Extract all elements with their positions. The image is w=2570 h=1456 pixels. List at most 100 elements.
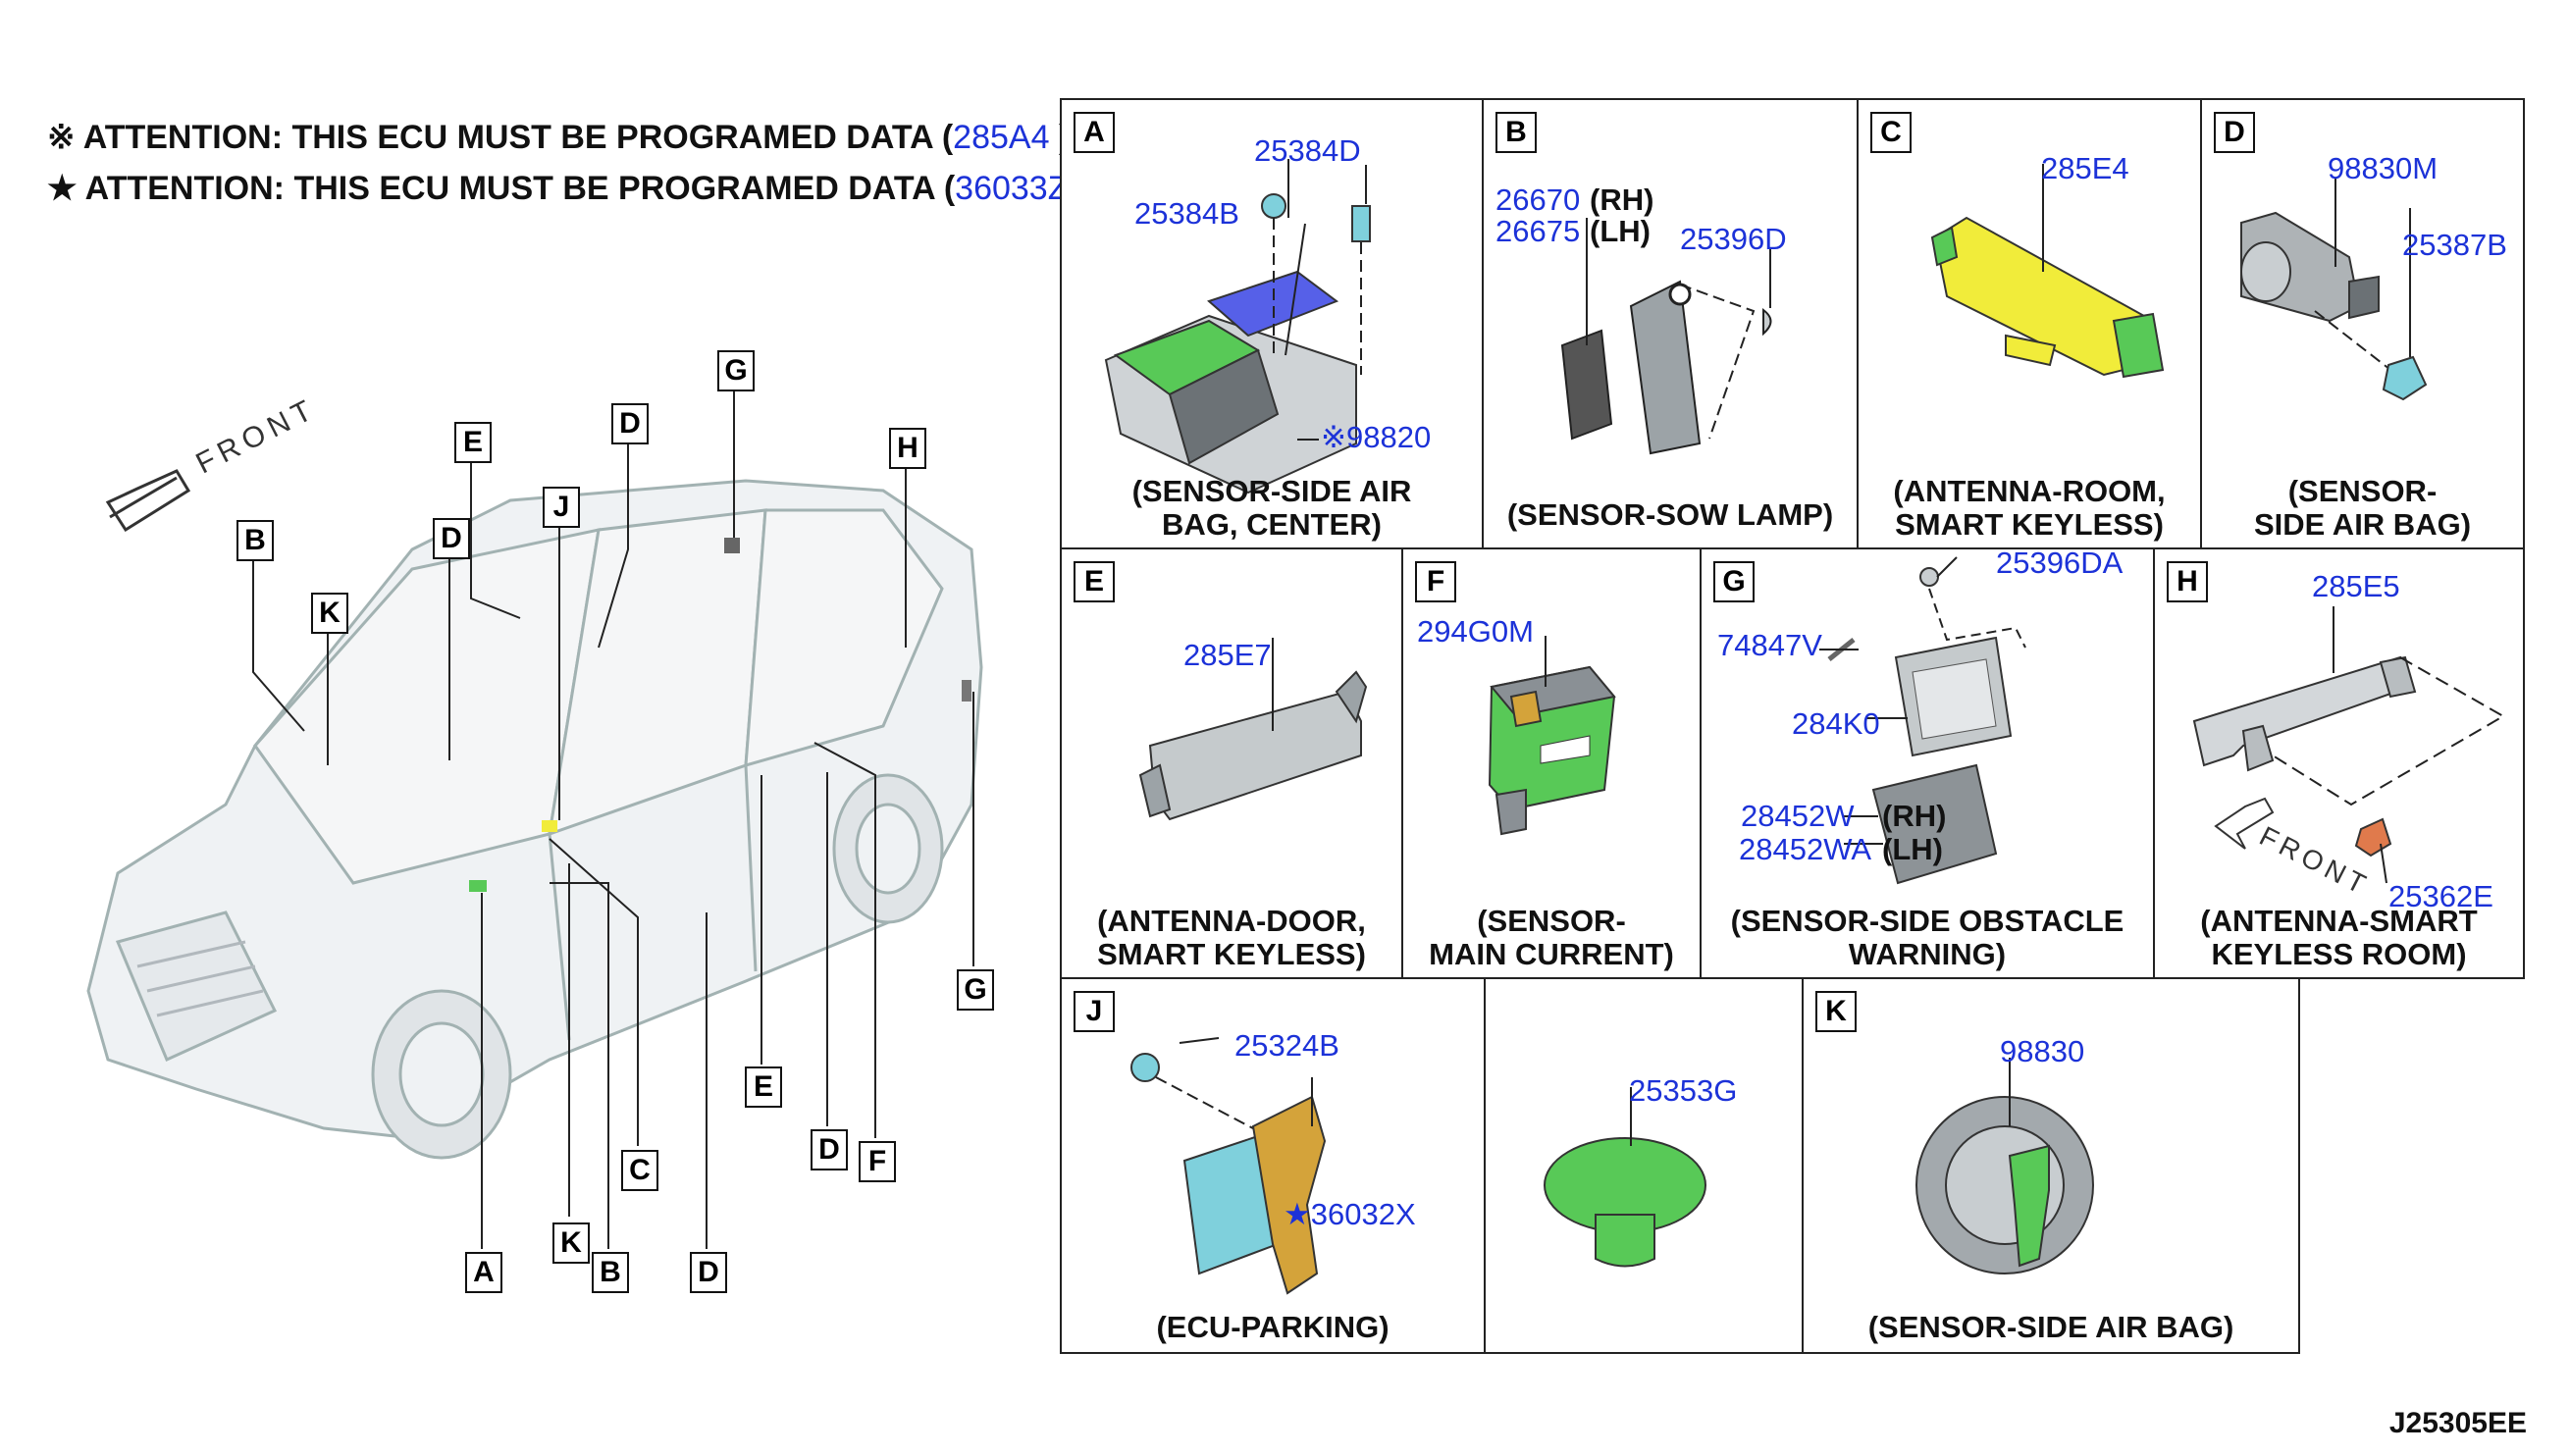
callout-e[interactable]: E — [745, 1066, 782, 1108]
note-symbol: ★ — [47, 170, 78, 207]
panel-caption: (SENSOR-MAIN CURRENT) — [1429, 904, 1674, 971]
part-marker — [542, 820, 557, 832]
part-number-25396da[interactable]: 25396DA — [1996, 546, 2124, 580]
airbag-center-sensor-drawing — [1104, 159, 1371, 494]
part-number-25396d[interactable]: 25396D — [1680, 222, 1787, 256]
side-airbag-sensor-k-drawing — [1915, 1058, 2094, 1274]
part-marker — [469, 880, 487, 892]
callout-d[interactable]: D — [433, 518, 470, 559]
part-number-25324b[interactable]: 25324B — [1234, 1028, 1339, 1063]
callout-h[interactable]: H — [889, 428, 926, 469]
part-number-36032x[interactable]: ★36032X — [1284, 1197, 1416, 1231]
main-current-sensor-drawing — [1488, 636, 1616, 836]
panel-caption: (SENSOR-SOW LAMP) — [1506, 497, 1834, 532]
panel-k[interactable]: K 98830 (SENSOR-SIDE AIR BAG) — [1802, 977, 2300, 1354]
part-number-98830m[interactable]: 98830M — [2328, 151, 2439, 185]
panel-b[interactable]: B 26670 (RH) 26675 (LH) 25396D (SENSOR-S… — [1482, 98, 1859, 549]
attention-note-2: ★ ATTENTION: THIS ECU MUST BE PROGRAMED … — [47, 169, 1088, 208]
part-number-26670[interactable]: 26670 — [1495, 182, 1581, 217]
part-number-98830[interactable]: 98830 — [2000, 1034, 2085, 1068]
callout-e[interactable]: E — [454, 422, 492, 463]
part-number-25384d[interactable]: 25384D — [1254, 133, 1361, 168]
panel-caption: (SENSOR-SIDE AIR BAG) — [1867, 1310, 2234, 1344]
panel-letter: K — [1815, 991, 1857, 1032]
door-antenna-drawing — [1138, 638, 1368, 821]
lh-label: (LH) — [1590, 214, 1651, 248]
callout-g[interactable]: G — [717, 350, 755, 391]
part-number-98820[interactable]: ※98820 — [1321, 420, 1432, 454]
panel-letter: A — [1074, 112, 1115, 153]
panel-letter: H — [2167, 561, 2208, 602]
panel-e[interactable]: E 285E7 (ANTENNA-DOOR,SMART KEYLESS) — [1060, 547, 1403, 979]
lh-label: (LH) — [1882, 832, 1943, 866]
callout-k[interactable]: K — [552, 1222, 590, 1264]
car-view: FRONT B K E D J D G H C A K B D E D F G — [0, 0, 1040, 1456]
part-number-26675[interactable]: 26675 — [1495, 214, 1581, 248]
rh-label: (RH) — [1590, 182, 1654, 217]
part-number-25362e[interactable]: 25362E — [2388, 879, 2493, 913]
part-number-25387b[interactable]: 25387B — [2402, 228, 2507, 262]
part-number-285e7[interactable]: 285E7 — [1183, 638, 1272, 672]
callout-j[interactable]: J — [543, 487, 580, 528]
panel-g[interactable]: G 25396DA 74847V 284K0 28452W (RH) 28452… — [1700, 546, 2155, 979]
car-illustration — [86, 390, 983, 1249]
part-number-25384b[interactable]: 25384B — [1134, 196, 1239, 231]
callout-c[interactable]: C — [621, 1150, 658, 1191]
callout-b[interactable]: B — [592, 1252, 629, 1293]
callout-g[interactable]: G — [957, 969, 994, 1011]
panel-d[interactable]: D 98830M 25387B (SENSOR-SIDE AIR BAG) — [2200, 98, 2525, 549]
callout-d[interactable]: D — [811, 1129, 848, 1170]
panel-caption: (SENSOR-SIDE AIR BAG) — [2253, 474, 2472, 542]
panel-caption: (ECU-PARKING) — [1156, 1310, 1390, 1344]
diagram-code: J25305EE — [2388, 1407, 2527, 1439]
panel-letter: E — [1074, 561, 1115, 602]
panel-letter: B — [1495, 112, 1537, 153]
part-number-28452w[interactable]: 28452W — [1741, 799, 1855, 833]
callout-f[interactable]: F — [859, 1141, 896, 1182]
panel-j[interactable]: J 25324B ★36032X (ECU-PARKING) — [1060, 977, 1486, 1354]
part-number-285e5[interactable]: 285E5 — [2312, 569, 2400, 603]
panel-letter: C — [1870, 112, 1912, 153]
callout-a[interactable]: A — [465, 1252, 502, 1293]
callout-d[interactable]: D — [690, 1252, 727, 1293]
rh-label: (RH) — [1882, 799, 1947, 833]
callout-d[interactable]: D — [611, 403, 649, 444]
note-part-number[interactable]: 285A4 — [953, 119, 1050, 156]
attention-note-1: ※ ATTENTION: THIS ECU MUST BE PROGRAMED … — [47, 118, 1070, 157]
panel-c[interactable]: C 285E4 (ANTENNA-ROOM,SMART KEYLESS) — [1857, 98, 2202, 549]
note-text: ATTENTION: THIS ECU MUST BE PROGRAMED DA… — [82, 119, 954, 156]
panel-f[interactable]: F 294G0M (SENSOR-MAIN CURRENT) — [1401, 547, 1702, 979]
sow-lamp-sensor-drawing — [1560, 218, 1772, 455]
panel-letter: J — [1074, 991, 1115, 1032]
part-number-294g0m[interactable]: 294G0M — [1417, 614, 1534, 649]
room-antenna-drawing — [1930, 164, 2165, 379]
callout-k[interactable]: K — [311, 593, 348, 634]
panel-letter: D — [2214, 112, 2255, 153]
keyless-room-antenna-drawing — [2192, 606, 2506, 884]
part-number-74847v[interactable]: 74847V — [1717, 628, 1822, 662]
clip-drawing — [1544, 1087, 1706, 1268]
side-airbag-sensor-drawing — [2240, 179, 2428, 401]
panel-letter: G — [1713, 561, 1755, 602]
note-part-number[interactable]: 36033Z — [955, 170, 1069, 207]
part-marker — [724, 538, 740, 553]
part-number-25353g[interactable]: 25353G — [1629, 1073, 1738, 1108]
obstacle-warning-sensor-drawing — [1819, 556, 2026, 885]
panel-25353g[interactable]: 25353G — [1484, 977, 1804, 1354]
note-text: ATTENTION: THIS ECU MUST BE PROGRAMED DA… — [84, 170, 956, 207]
part-number-284k0[interactable]: 284K0 — [1792, 706, 1880, 741]
panel-caption: (ANTENNA-DOOR,SMART KEYLESS) — [1097, 904, 1366, 971]
part-number-285e4[interactable]: 285E4 — [2041, 151, 2129, 185]
note-symbol: ※ — [47, 119, 76, 156]
panel-caption: (ANTENNA-ROOM,SMART KEYLESS) — [1893, 474, 2166, 542]
part-number-28452wa[interactable]: 28452WA — [1739, 832, 1871, 866]
callout-b[interactable]: B — [236, 520, 274, 561]
part-marker — [962, 680, 971, 702]
parking-ecu-drawing — [1130, 1037, 1327, 1295]
panel-letter: F — [1415, 561, 1456, 602]
